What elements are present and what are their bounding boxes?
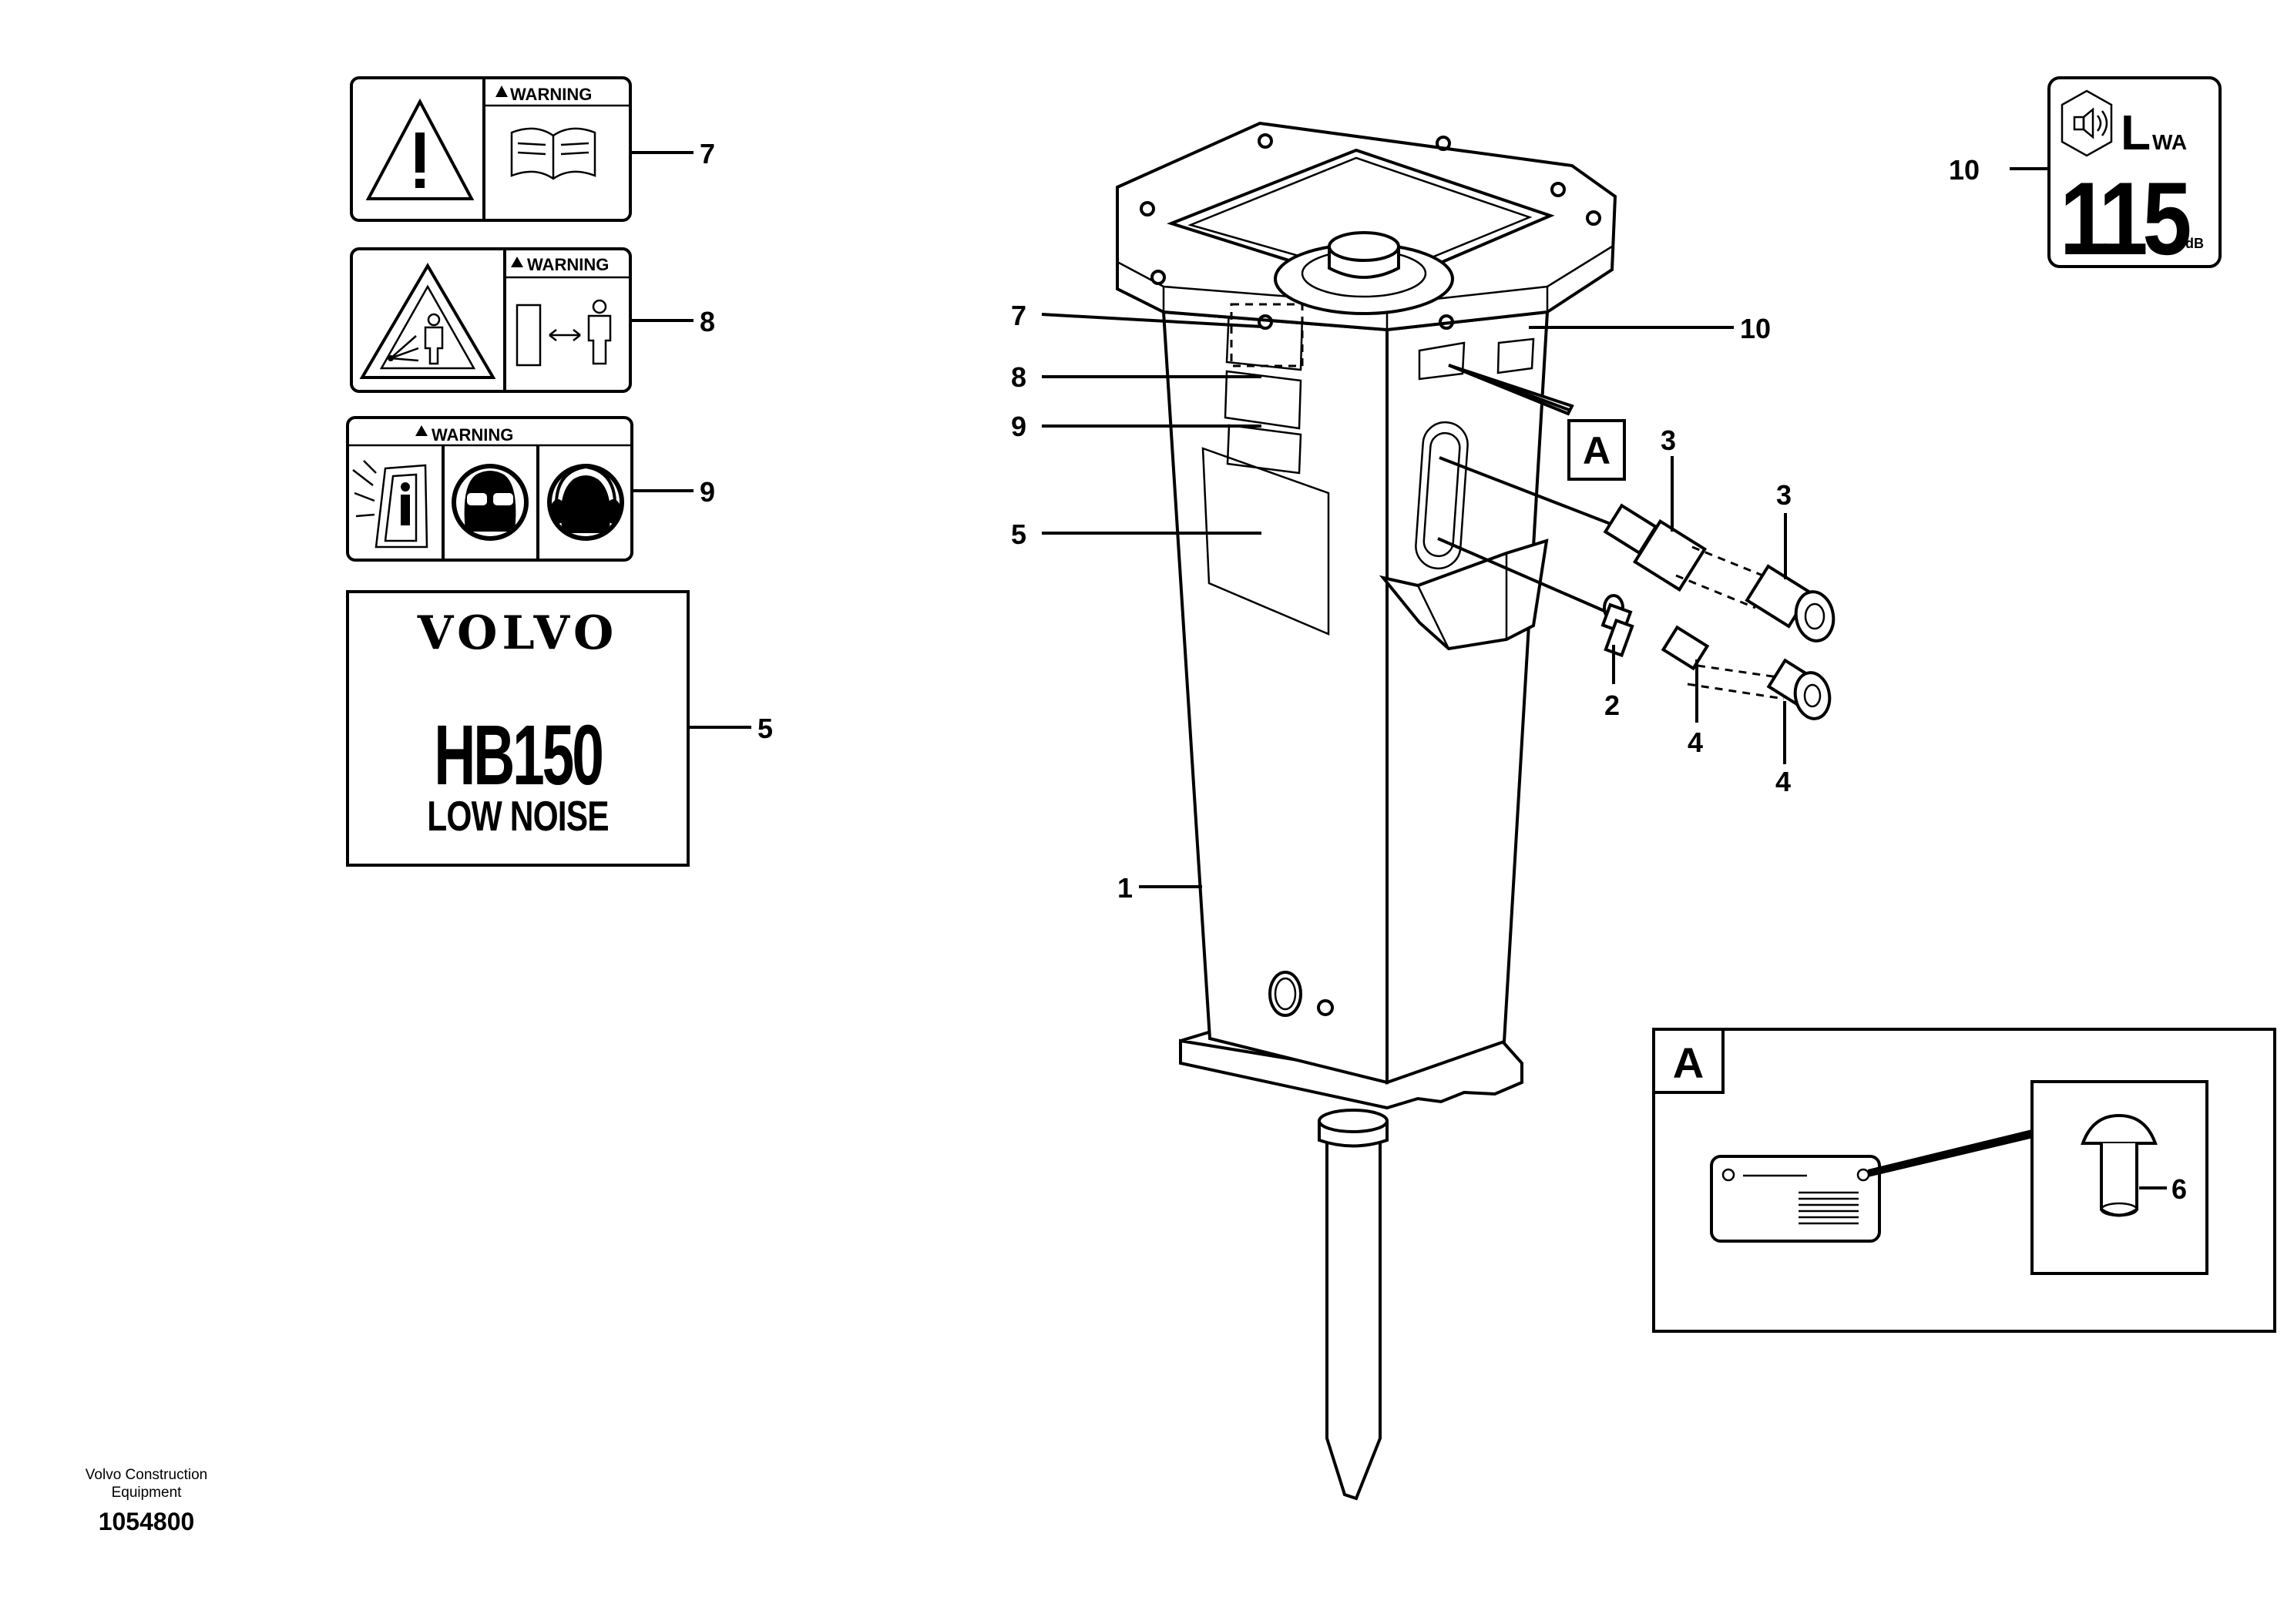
noise-value: 115 — [2060, 161, 2190, 277]
decal-read-manual: WARNING — [350, 76, 632, 222]
volvo-logo-text: VOLVO — [417, 606, 619, 660]
callout-5-body: 5 — [1011, 518, 1026, 550]
fitting-nipple — [1600, 594, 1634, 658]
manual-book-icon — [510, 127, 596, 180]
detail-box-label: A — [1673, 1038, 1704, 1087]
company-name-line2: Equipment — [111, 1485, 182, 1501]
warning-triangle-icon — [359, 263, 496, 379]
flying-debris-icon — [388, 313, 444, 365]
hydraulic-breaker — [1116, 121, 1617, 1501]
warning-triangle-icon — [365, 98, 475, 200]
serial-plate — [1710, 1155, 1881, 1243]
drawing-number: 1054800 — [98, 1508, 195, 1535]
decal-model-plate: VOLVO HB150 LOW NOISE — [346, 590, 690, 867]
callout-4-b: 4 — [1775, 766, 1791, 797]
callout-5-decal: 5 — [757, 713, 773, 744]
callout-10-body: 10 — [1740, 313, 1771, 344]
company-name-line1: Volvo Construction — [85, 1467, 208, 1483]
drive-rivet — [2081, 1113, 2158, 1217]
ear-protection-icon — [547, 464, 624, 541]
callout-8-body: 8 — [1011, 361, 1026, 393]
safety-glasses-icon — [452, 464, 529, 541]
warning-header: WARNING — [527, 255, 609, 274]
noise-unit: dB — [2185, 236, 2204, 251]
callout-7-decal: 7 — [700, 138, 715, 169]
callout-3-a: 3 — [1661, 424, 1676, 456]
hose-3 — [1603, 503, 1836, 643]
callout-6: 6 — [2171, 1173, 2187, 1205]
callout-1: 1 — [1117, 872, 1133, 904]
model-number: HB150 — [434, 708, 602, 803]
decal-ppe: WARNING — [346, 416, 633, 562]
callout-2: 2 — [1604, 690, 1620, 721]
callout-3-b: 3 — [1776, 479, 1792, 511]
warning-triangle-icon — [495, 86, 508, 97]
flying-debris-icon — [352, 460, 428, 549]
keep-distance-icon — [516, 299, 612, 367]
callout-8-decal: 8 — [700, 306, 715, 337]
sound-speaker-icon — [2061, 89, 2113, 157]
view-ref-label: A — [1583, 429, 1611, 472]
callout-4-a: 4 — [1688, 726, 1703, 758]
noise-symbol: L — [2121, 105, 2151, 160]
hose-4 — [1661, 625, 1832, 720]
callout-9-decal: 9 — [700, 476, 715, 508]
warning-header: WARNING — [432, 425, 513, 445]
callout-10-decal: 10 — [1949, 154, 1980, 186]
noise-subscript: WA — [2152, 130, 2187, 154]
warning-header: WARNING — [510, 85, 592, 104]
model-subtitle: LOW NOISE — [427, 794, 608, 840]
decal-noise-level: L WA 115 dB — [2047, 76, 2222, 277]
callout-9-body: 9 — [1011, 411, 1026, 442]
title-block: Volvo Construction Equipment 1054800 — [54, 1466, 239, 1536]
callout-7-body: 7 — [1011, 300, 1026, 331]
decal-keep-distance: WARNING — [350, 247, 632, 393]
detail-view-a: A 6 — [1652, 1028, 2276, 1333]
